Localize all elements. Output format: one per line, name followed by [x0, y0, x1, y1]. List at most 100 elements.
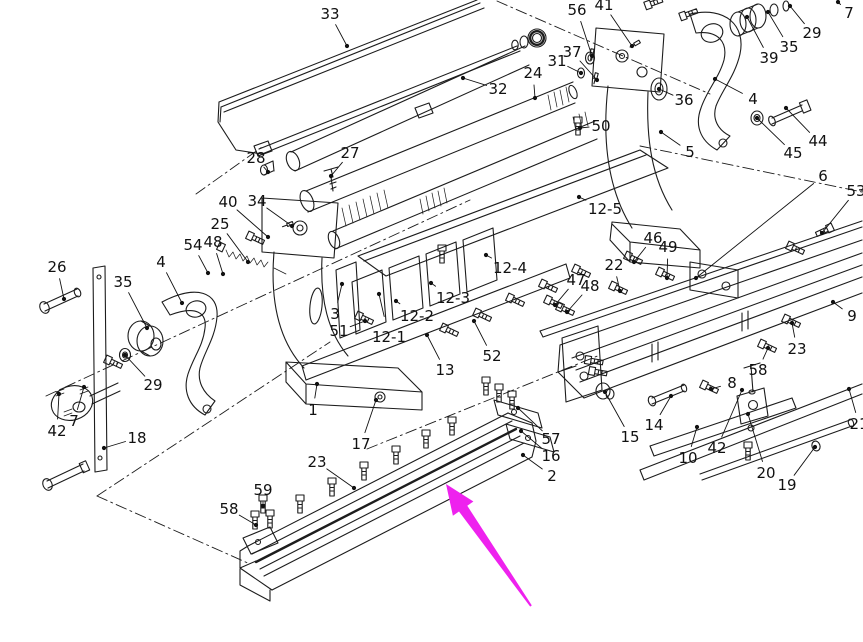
leader-dot: [179, 300, 185, 306]
leader-dot: [812, 444, 818, 450]
leader-dot: [253, 522, 259, 528]
part-callout: 7: [835, 0, 854, 22]
part-callout: 33: [320, 5, 350, 49]
leader-dot: [376, 291, 382, 297]
leader-dot: [617, 288, 623, 294]
leader-line: [364, 399, 377, 434]
part-callout: 41: [594, 0, 635, 49]
leader-dot: [602, 389, 608, 395]
part-callout: 24: [523, 64, 543, 101]
leader-dot: [668, 393, 674, 399]
leader-dot: [314, 381, 320, 387]
part-callout: 54: [183, 236, 211, 276]
leader-line: [746, 16, 764, 48]
leader-line: [349, 320, 366, 328]
leader-dot: [220, 271, 226, 277]
part-number: 24: [523, 64, 542, 82]
part-number: 18: [127, 429, 146, 447]
leader-line: [721, 389, 743, 438]
leader-line: [567, 65, 582, 74]
leader-line: [767, 11, 784, 38]
leader-line: [335, 24, 348, 47]
part-number: 6: [818, 167, 828, 185]
leader-dot: [373, 397, 379, 403]
part-callout: 16: [518, 428, 561, 465]
part-callout: 21: [846, 386, 863, 433]
leader-line: [690, 426, 698, 447]
part-number: 12-5: [588, 200, 622, 218]
part-callout: 51: [329, 318, 368, 340]
leader-line: [533, 84, 536, 99]
part-number: 3: [330, 305, 340, 323]
part-number: 5: [685, 143, 695, 161]
part-callout: 42: [47, 391, 67, 440]
top-cover: [217, 0, 521, 157]
part-number: 44: [808, 132, 827, 150]
part-callout: 19: [777, 444, 818, 494]
rollers: [259, 28, 598, 250]
leader-line: [426, 334, 440, 360]
part-callout: 58: [219, 500, 259, 528]
part-callout: 18: [101, 429, 147, 451]
right-stand: [591, 27, 739, 299]
leader-dot: [564, 309, 570, 315]
leader-dot: [122, 352, 128, 358]
part-number: 37: [562, 43, 581, 61]
part-callout: 48: [203, 233, 226, 277]
part-callout: 2: [520, 452, 557, 485]
part-callout: 34: [247, 192, 295, 229]
leader-line: [554, 288, 569, 306]
part-number: 50: [591, 117, 610, 135]
part-number: 33: [320, 5, 339, 23]
leader-line: [59, 278, 65, 300]
leader-dot: [56, 391, 62, 397]
part-callout: 22: [604, 256, 624, 294]
part-callout: 12-1: [372, 291, 406, 346]
part-number: 56: [567, 1, 586, 19]
part-number: 52: [482, 347, 501, 365]
leader-line: [610, 14, 633, 47]
part-number: 8: [727, 374, 737, 392]
part-number: 4: [156, 253, 166, 271]
leader-line: [848, 388, 857, 413]
leader-dot: [754, 115, 760, 121]
leader-dot: [265, 234, 271, 240]
part-number: 48: [580, 277, 599, 295]
leader-dot: [765, 345, 771, 351]
part-callout: 4: [156, 253, 185, 306]
part-number: 12-1: [372, 328, 406, 346]
leader-dot: [708, 386, 714, 392]
leader-line: [660, 131, 681, 146]
part-callout: 46: [631, 229, 663, 265]
leader-dot: [745, 411, 751, 417]
part-callout: 3: [330, 281, 345, 323]
part-callout: 36: [656, 86, 694, 109]
part-number: 57: [541, 430, 560, 448]
leader-dot: [712, 76, 718, 82]
part-callout: 12-4: [483, 252, 527, 277]
leader-line: [658, 88, 674, 96]
part-callout: 50: [577, 117, 611, 135]
leader-line: [695, 183, 815, 279]
part-number: 41: [594, 0, 613, 14]
part-callout: 6: [693, 167, 828, 281]
leader-dot: [552, 302, 558, 308]
leader-line: [226, 233, 249, 263]
leader-dot: [594, 77, 600, 83]
machine-line-art: 333256413731245036544445393529765312-546…: [39, 0, 863, 607]
part-callout: 12-2: [393, 298, 434, 325]
part-callout: 39: [744, 14, 779, 67]
leader-dot: [576, 194, 582, 200]
part-callout: 53: [819, 182, 863, 236]
part-callout: 35: [113, 273, 150, 331]
part-number: 51: [329, 322, 348, 340]
leader-line: [580, 20, 593, 57]
leader-line: [785, 107, 811, 133]
part-callout: 37: [562, 43, 600, 83]
leader-line: [522, 454, 543, 470]
leader-dot: [765, 9, 771, 15]
leader-dot: [846, 386, 852, 392]
leader-line: [791, 322, 796, 338]
leader-dot: [205, 270, 211, 276]
